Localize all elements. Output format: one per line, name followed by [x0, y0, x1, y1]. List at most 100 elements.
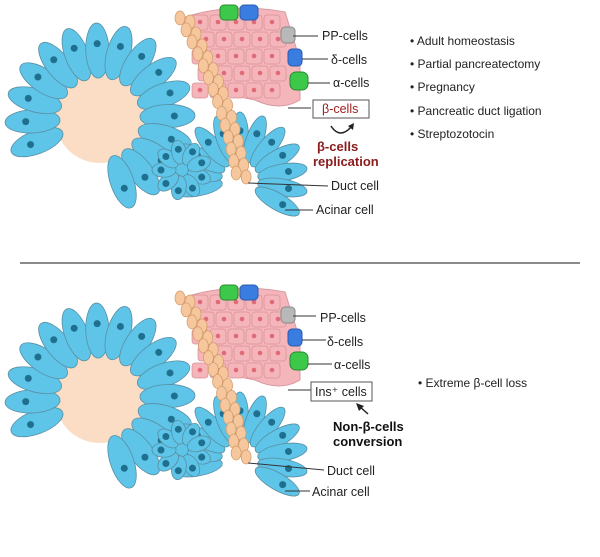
acinar-nucleus — [120, 184, 128, 192]
beta-nucleus — [233, 53, 239, 59]
pp-cell — [280, 306, 296, 324]
beta-nucleus — [275, 70, 281, 76]
label-delta-cells: δ-cells — [327, 335, 363, 349]
alpha-cell — [219, 284, 239, 301]
mechanism-line-1: β-cells — [317, 139, 358, 154]
beta-nucleus — [215, 19, 221, 25]
ins-cells-box — [310, 381, 373, 402]
beta-nucleus — [251, 19, 257, 25]
acinar-nucleus — [120, 464, 128, 472]
acinar-nucleus — [174, 425, 182, 433]
duct-cell — [174, 10, 186, 26]
duct-cell — [192, 326, 204, 342]
acinar-nucleus — [279, 201, 287, 209]
acinar-nucleus — [198, 439, 206, 447]
acinar-nucleus — [170, 392, 178, 400]
condition-item: • Pregnancy — [410, 80, 475, 94]
mechanism-line-2: replication — [313, 154, 379, 169]
acinar-nucleus — [166, 369, 174, 377]
label-beta-cells: β-cells — [322, 102, 358, 116]
acinar-nucleus — [285, 447, 293, 455]
beta-nucleus — [239, 350, 245, 356]
duct-cell — [186, 34, 198, 50]
acinar-nucleus — [34, 73, 42, 81]
label-ins-cells: Ins⁺ cells — [315, 385, 367, 399]
duct-cell — [180, 302, 192, 318]
acinar-nucleus — [167, 135, 175, 143]
bottom-panel-labels: PP-cells δ-cells α-cells Ins⁺ cells Non-… — [247, 311, 527, 499]
beta-nucleus — [251, 87, 257, 93]
beta-nucleus — [221, 70, 227, 76]
acinar-nucleus — [198, 173, 206, 181]
duct-cell — [197, 58, 209, 74]
arrowhead-icon — [356, 403, 364, 411]
acinar-nucleus — [285, 185, 293, 193]
delta-cell — [287, 328, 303, 347]
label-pp-cells: PP-cells — [320, 311, 366, 325]
beta-nucleus — [275, 36, 281, 42]
acinar-nucleus — [141, 453, 149, 461]
acinar-nucleus — [138, 52, 146, 60]
duct-cell — [207, 82, 219, 97]
lumen — [55, 353, 145, 443]
acinar-nucleus — [268, 138, 276, 146]
acinar-nucleus — [70, 324, 78, 332]
beta-cells-box — [312, 99, 370, 119]
acinar-nucleus — [93, 40, 101, 48]
beta-nucleus — [269, 19, 275, 25]
beta-nucleus — [269, 299, 275, 305]
acinar-nucleus — [204, 418, 212, 426]
beta-nucleus — [257, 316, 263, 322]
duct-cell — [230, 445, 242, 461]
duct-cell — [197, 338, 209, 354]
condition-item: • Extreme β-cell loss — [418, 376, 527, 390]
lumen — [55, 73, 145, 163]
label-acinar-cell: Acinar cell — [316, 203, 374, 217]
beta-nucleus — [251, 299, 257, 305]
acinar-nucleus — [189, 184, 196, 192]
acinar-nucleus — [174, 187, 182, 195]
acinar-nucleus — [34, 353, 42, 361]
acinar-nucleus — [279, 481, 287, 489]
beta-nucleus — [221, 316, 227, 322]
mechanism-line-2: conversion — [333, 434, 402, 449]
label-delta-cells: δ-cells — [331, 53, 367, 67]
acinar-nucleus — [198, 453, 206, 461]
acinar-nucleus — [189, 148, 196, 156]
acinar-nucleus — [24, 374, 32, 382]
acinar-nucleus — [162, 459, 170, 467]
top-panel-illustration — [4, 4, 309, 217]
duct-cell — [240, 169, 252, 185]
beta-nucleus — [251, 53, 257, 59]
acinar-nucleus — [162, 153, 170, 161]
acinar-nucleus — [157, 166, 165, 174]
acinar-nucleus — [198, 159, 206, 167]
acinar-nucleus — [27, 421, 35, 429]
condition-item: • Pancreatic duct ligation — [410, 104, 542, 118]
beta-nucleus — [239, 36, 245, 42]
beta-nucleus — [197, 367, 203, 373]
beta-nucleus — [251, 333, 257, 339]
delta-cell — [239, 284, 259, 301]
arrowhead-icon — [348, 123, 354, 130]
beta-nucleus — [197, 87, 203, 93]
acinar-nucleus — [50, 56, 58, 64]
beta-nucleus — [269, 333, 275, 339]
beta-nucleus — [233, 367, 239, 373]
beta-nucleus — [233, 333, 239, 339]
beta-nucleus — [215, 53, 221, 59]
duct-cell — [230, 165, 242, 181]
acinar-cell — [107, 435, 137, 489]
acinar-nucleus — [116, 42, 124, 50]
acinar-nucleus — [253, 130, 261, 138]
beta-nucleus — [197, 299, 203, 305]
duct-cell — [192, 46, 204, 62]
acinar-nucleus — [70, 44, 78, 52]
beta-nucleus — [221, 350, 227, 356]
duct-cell — [240, 449, 252, 465]
beta-nucleus — [257, 70, 263, 76]
beta-nucleus — [215, 299, 221, 305]
label-alpha-cells: α-cells — [334, 358, 370, 372]
duct-cell — [180, 22, 192, 38]
